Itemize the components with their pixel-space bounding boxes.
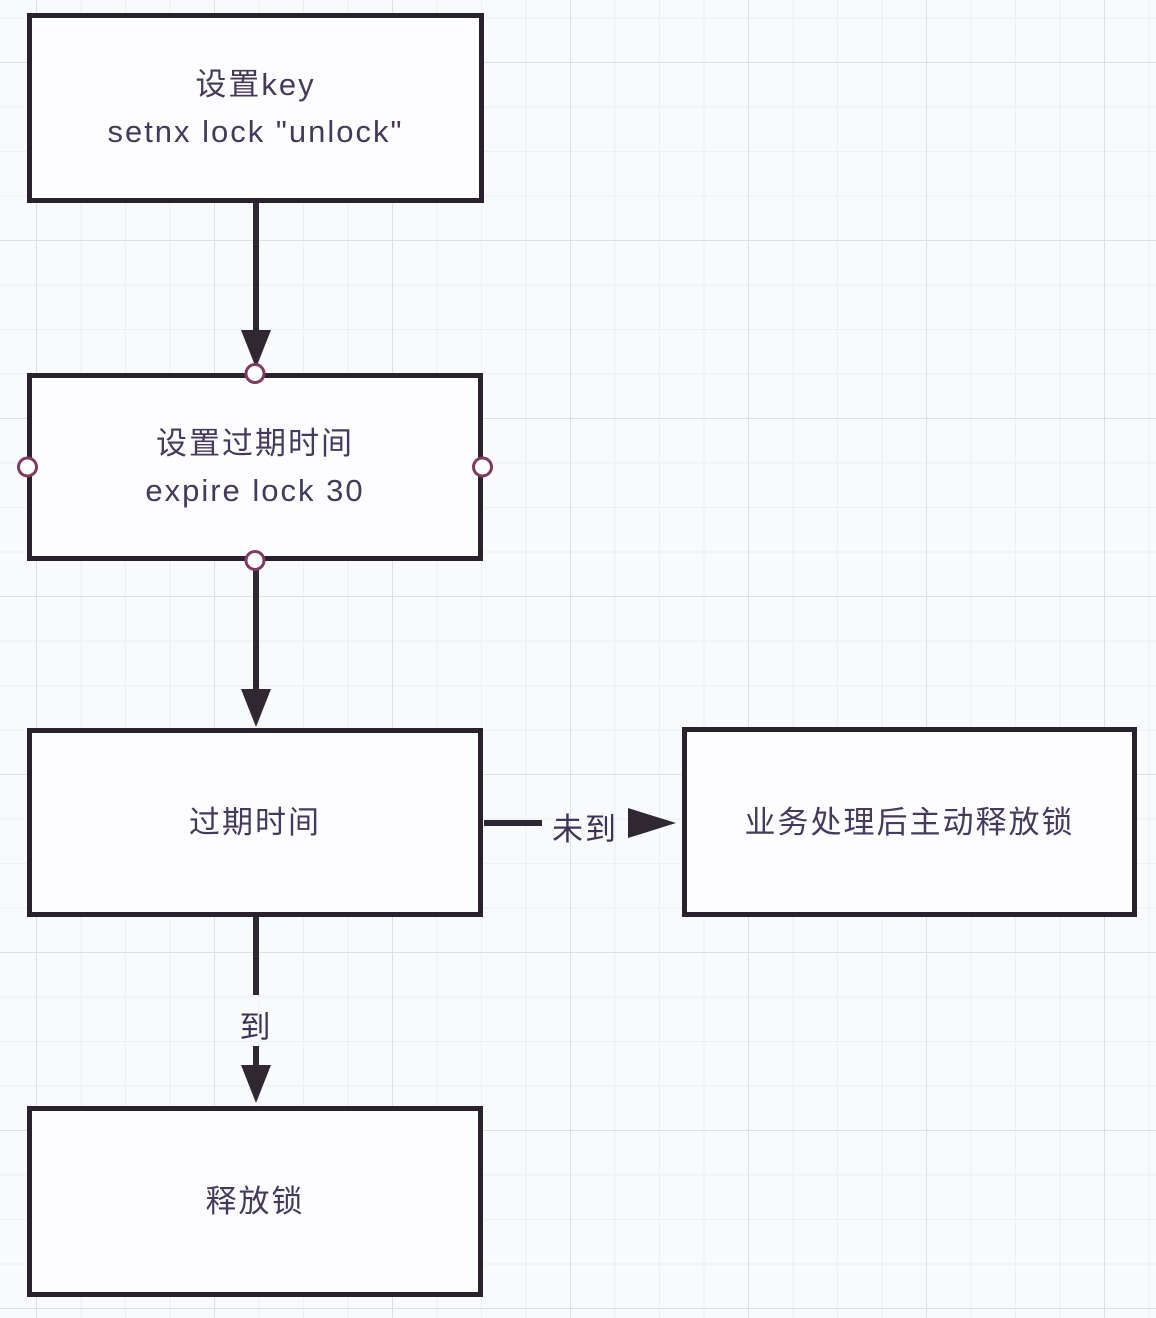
node-release-lock-label: 释放锁	[205, 1184, 305, 1219]
node-release-lock-after-business-label: 业务处理后主动释放锁	[744, 804, 1075, 840]
node-expire-time[interactable]: 过期时间	[27, 728, 483, 917]
node-set-expire-time[interactable]: 设置过期时间 expire lock 30	[17, 363, 493, 571]
node-set-key-line-2: setnx lock "unlock"	[107, 114, 404, 149]
connection-point-bottom[interactable]	[244, 550, 266, 571]
edge-line-expire-to-check	[253, 561, 259, 691]
edge-label-not-reached: 未到	[552, 812, 618, 847]
edge-label-reached: 到	[239, 1010, 273, 1045]
node-expire-time-label: 过期时间	[189, 805, 321, 840]
connection-point-top[interactable]	[244, 363, 266, 384]
node-set-key[interactable]: 设置key setnx lock "unlock"	[27, 13, 484, 203]
arrowhead-down-icon	[241, 689, 271, 727]
node-set-expire-line-2: expire lock 30	[145, 473, 365, 508]
node-release-lock[interactable]: 释放锁	[27, 1106, 483, 1297]
connection-point-left[interactable]	[17, 456, 38, 478]
edge-line-reached-upper	[253, 917, 259, 995]
edge-line-reached-lower	[253, 1046, 259, 1066]
connection-point-right[interactable]	[472, 456, 493, 478]
arrowhead-right-icon	[628, 808, 676, 838]
node-release-lock-after-business[interactable]: 业务处理后主动释放锁	[682, 727, 1137, 917]
node-set-expire-line-1: 设置过期时间	[156, 426, 354, 461]
node-set-key-line-1: 设置key	[195, 67, 316, 102]
edge-line-not-reached	[484, 820, 542, 826]
arrowhead-down-icon	[241, 330, 271, 368]
edge-line-setkey-to-expire	[253, 203, 259, 335]
arrowhead-down-icon	[241, 1065, 271, 1103]
